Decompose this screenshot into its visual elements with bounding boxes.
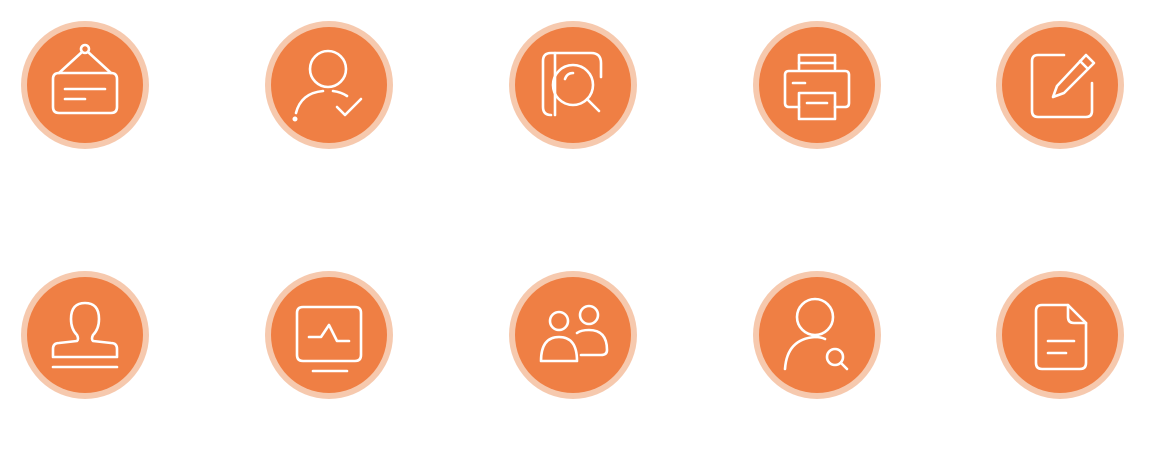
stamp-button[interactable]	[21, 271, 149, 399]
printer-icon	[759, 27, 875, 143]
monitor-chart-icon	[271, 277, 387, 393]
printer-button[interactable]	[753, 21, 881, 149]
stamp-icon	[27, 277, 143, 393]
document-icon	[1002, 277, 1118, 393]
hanging-sign-button[interactable]	[21, 21, 149, 149]
edit-button[interactable]	[996, 21, 1124, 149]
hanging-sign-icon	[27, 27, 143, 143]
user-check-icon	[271, 27, 387, 143]
users-group-button[interactable]	[509, 271, 637, 399]
user-search-icon	[759, 277, 875, 393]
document-button[interactable]	[996, 271, 1124, 399]
monitor-chart-button[interactable]	[265, 271, 393, 399]
user-search-button[interactable]	[753, 271, 881, 399]
user-check-button[interactable]	[265, 21, 393, 149]
users-group-icon	[515, 277, 631, 393]
document-search-icon	[515, 27, 631, 143]
edit-icon	[1002, 27, 1118, 143]
document-search-button[interactable]	[509, 21, 637, 149]
